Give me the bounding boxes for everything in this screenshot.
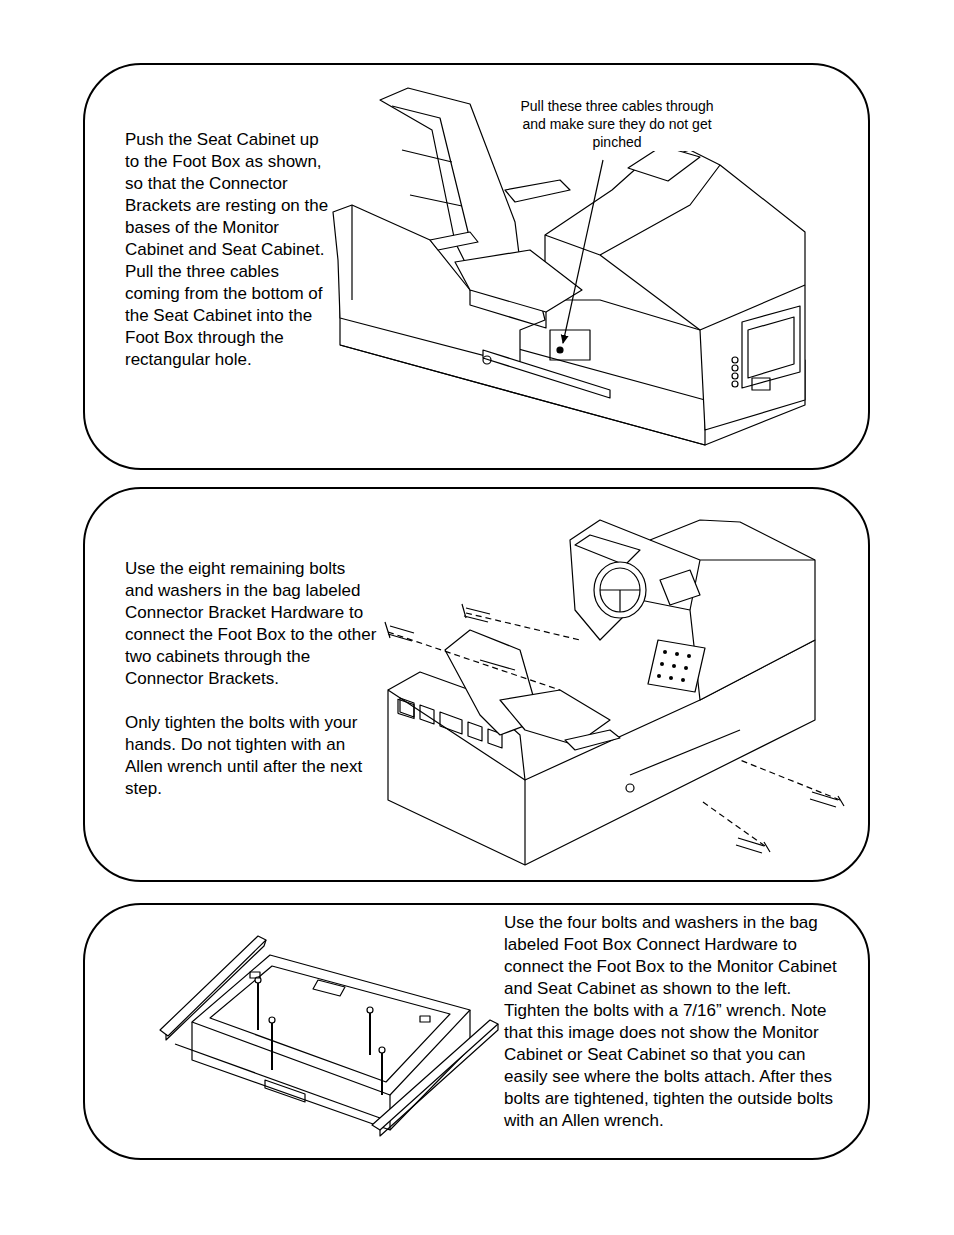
text-column: Use the eight remaining bolts and washer…	[125, 558, 377, 800]
instruction-text: Only tighten the bolts with your hands. …	[125, 712, 377, 800]
assembled-cabinets-drawing	[385, 520, 844, 865]
foot-box-frame-drawing	[160, 936, 498, 1136]
text-column: Use the four bolts and washers in the ba…	[504, 912, 842, 1132]
instruction-panel: Push the Seat Cabinet up to the Foot Box…	[83, 63, 870, 470]
seat-and-cabinets-drawing	[333, 88, 805, 445]
instruction-text: Push the Seat Cabinet up to the Foot Box…	[125, 129, 335, 371]
text-column: Push the Seat Cabinet up to the Foot Box…	[125, 129, 335, 371]
instruction-panel: Use the eight remaining bolts and washer…	[83, 487, 870, 882]
instruction-panel: Use the four bolts and washers in the ba…	[83, 903, 870, 1160]
callout-note: Pull these three cables through and make…	[512, 97, 722, 151]
instruction-text: Use the eight remaining bolts and washer…	[125, 558, 377, 690]
instruction-text: Use the four bolts and washers in the ba…	[504, 912, 842, 1132]
